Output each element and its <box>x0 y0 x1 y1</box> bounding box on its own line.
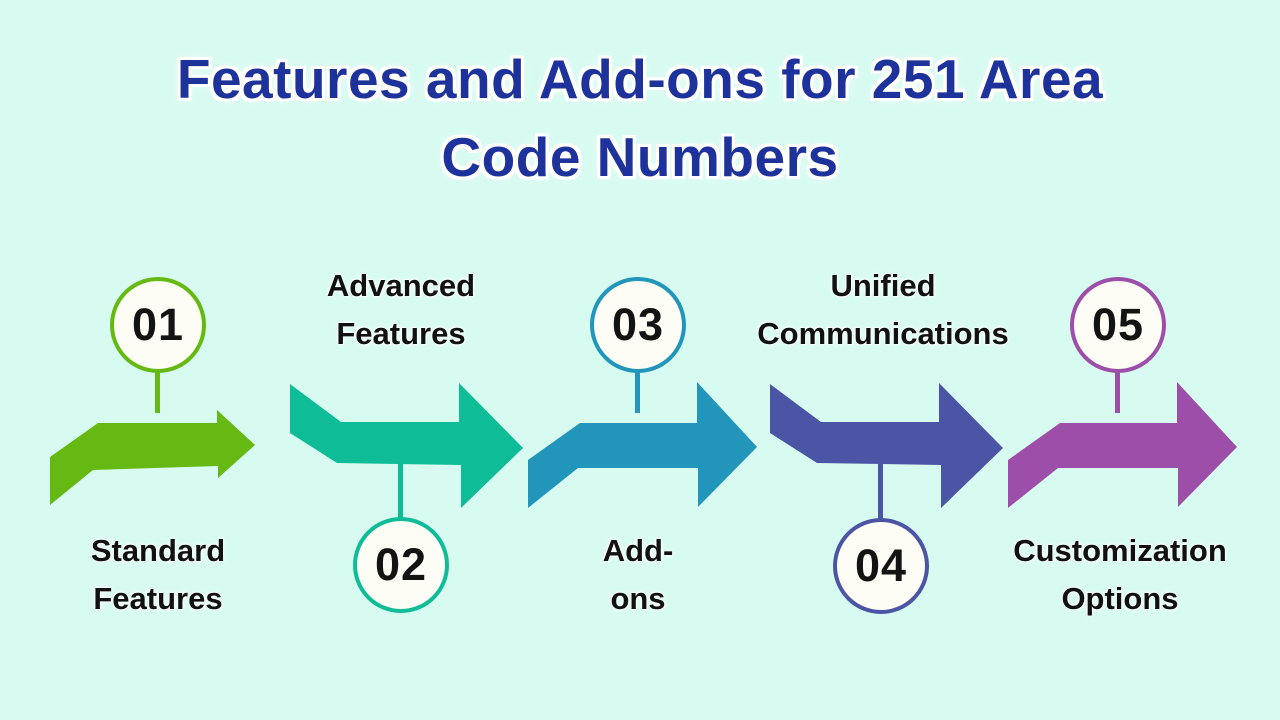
right-arrow-icon <box>1008 382 1237 508</box>
page-title-line-2: Code Numbers <box>441 126 839 188</box>
right-arrow-icon <box>290 383 523 508</box>
step-number: 02 <box>374 539 428 590</box>
page-title-line-1: Features and Add-ons for 251 Area <box>176 48 1104 110</box>
right-arrow-icon <box>528 382 757 508</box>
step-label-line: Unified <box>830 268 936 303</box>
connector-line <box>155 371 160 413</box>
page-title: Features and Add-ons for 251 Area Code N… <box>0 40 1280 196</box>
step-label: Standard Features <box>8 527 308 623</box>
step-label-line: Add- <box>602 533 674 568</box>
connector-line <box>878 464 883 520</box>
step-number-badge: 03 <box>590 277 686 373</box>
step-number: 01 <box>131 299 185 350</box>
step-label-line: Options <box>1061 581 1179 616</box>
step-number-badge: 02 <box>353 517 449 613</box>
step-label: Add- ons <box>488 527 788 623</box>
step-label-line: Features <box>336 316 466 351</box>
connector-line <box>398 464 403 519</box>
right-arrow-icon <box>770 383 1003 508</box>
connector-line <box>1115 371 1120 413</box>
step-number: 03 <box>611 299 665 350</box>
step-label: Unified Communications <box>731 262 1035 358</box>
step-label-line: ons <box>610 581 666 616</box>
step-label: Advanced Features <box>251 262 551 358</box>
step-number: 05 <box>1091 299 1145 350</box>
step-number-badge: 04 <box>833 518 929 614</box>
step-label-line: Features <box>93 581 223 616</box>
step-label-line: Communications <box>757 316 1009 351</box>
right-arrow-icon <box>50 410 255 505</box>
step-label-line: Standard <box>90 533 226 568</box>
step-number-badge: 05 <box>1070 277 1166 373</box>
connector-line <box>635 371 640 413</box>
step-number-badge: 01 <box>110 277 206 373</box>
step-number: 04 <box>854 540 908 591</box>
step-label: Customization Options <box>968 527 1272 623</box>
step-label-line: Customization <box>1013 533 1227 568</box>
step-label-line: Advanced <box>326 268 476 303</box>
